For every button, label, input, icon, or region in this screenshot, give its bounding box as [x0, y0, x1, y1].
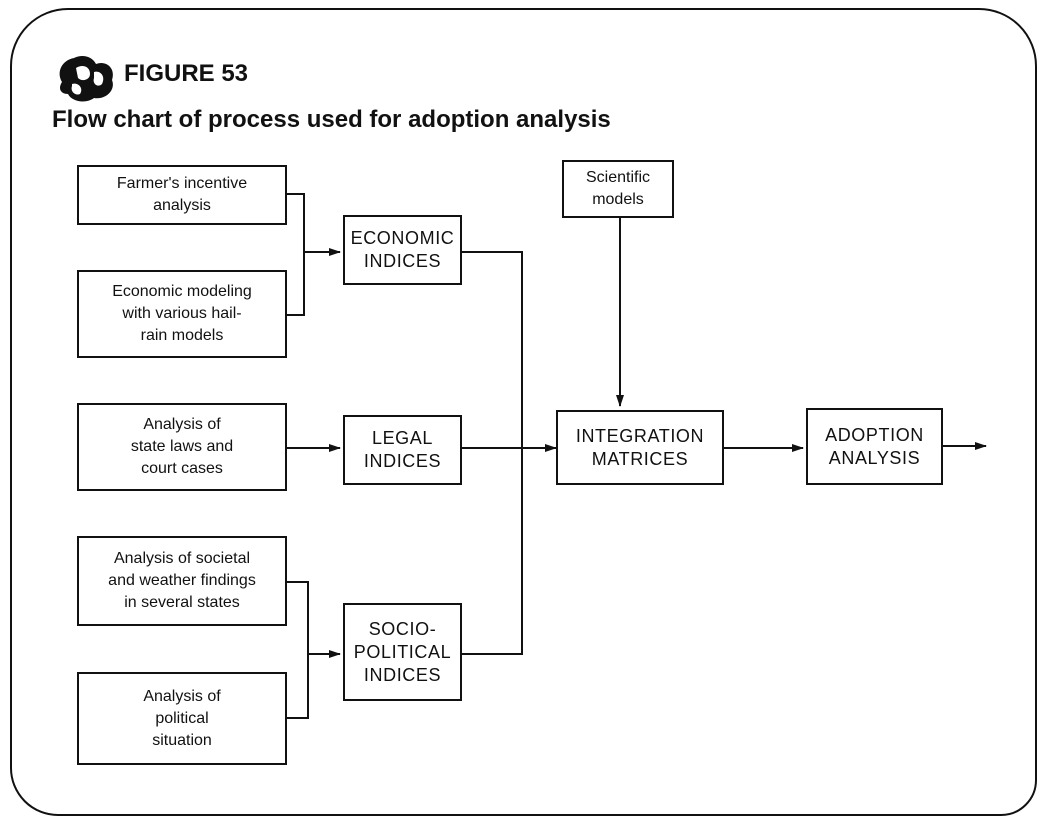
societal-weather-box: Analysis of societal and weather finding… [77, 536, 287, 626]
scientific-models-box: Scientific models [562, 160, 674, 218]
figure-number: FIGURE 53 [124, 60, 249, 87]
farmer-incentive-label: Farmer's incentive analysis [116, 175, 248, 214]
adoption-analysis-label: ADOPTION ANALYSIS [825, 424, 924, 468]
legal-indices-label: LEGAL INDICES [363, 428, 442, 471]
farmer-incentive-box: Farmer's incentive analysis [77, 165, 287, 225]
economic-modeling-label: Economic modeling with various hail- rai… [112, 283, 252, 344]
political-situation-box: Analysis of political situation [77, 672, 287, 765]
integration-matrices-label: INTEGRATION MATRICES [575, 425, 705, 469]
adoption-analysis-box: ADOPTION ANALYSIS [806, 408, 943, 485]
scientific-models-label: Scientific models [585, 169, 651, 208]
state-laws-box: Analysis of state laws and court cases [77, 403, 287, 491]
connector-farmer-economic-modeling-bracket [287, 193, 305, 316]
economic-indices-label: ECONOMIC INDICES [350, 228, 455, 271]
societal-weather-label: Analysis of societal and weather finding… [108, 550, 256, 611]
legal-indices-box: LEGAL INDICES [343, 415, 462, 485]
political-situation-label: Analysis of political situation [143, 687, 221, 749]
figure-title: Flow chart of process used for adoption … [52, 106, 611, 133]
integration-matrices-box: INTEGRATION MATRICES [556, 410, 724, 485]
sociopolitical-indices-box: SOCIO- POLITICAL INDICES [343, 603, 462, 701]
state-laws-label: Analysis of state laws and court cases [130, 416, 234, 477]
sociopolitical-indices-label: SOCIO- POLITICAL INDICES [353, 618, 452, 685]
logo-icon [59, 56, 113, 102]
economic-indices-box: ECONOMIC INDICES [343, 215, 462, 285]
economic-modeling-box: Economic modeling with various hail- rai… [77, 270, 287, 358]
figure-frame [10, 8, 1037, 816]
connector-societal-political-bracket [287, 581, 309, 719]
connector-indices-bus [462, 251, 523, 655]
